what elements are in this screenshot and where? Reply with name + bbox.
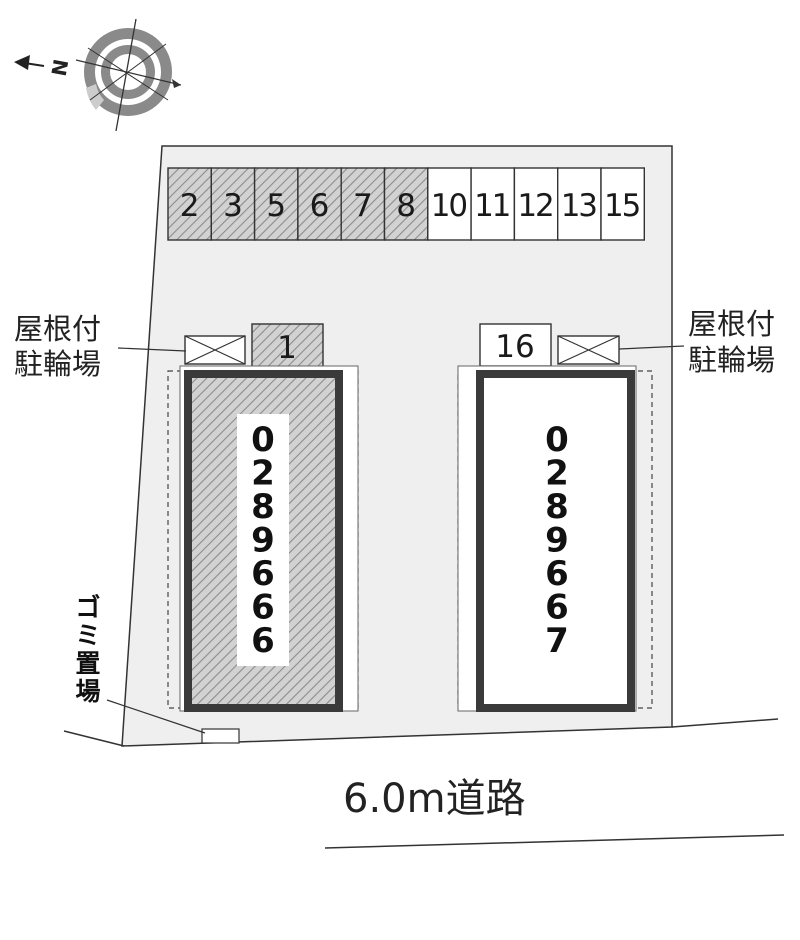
bike-parking-left-label-1: 屋根付 [14, 312, 101, 346]
lot-boundary-edge [671, 718, 779, 728]
stall-2-label: 2 [180, 188, 200, 224]
north-arrow-compass-icon: N [14, 18, 182, 132]
garbage-label-char: ゴ [75, 593, 100, 622]
stall-8-label: 8 [396, 188, 416, 224]
building-digit: 2 [545, 454, 569, 494]
parking-stall-10: 10 [427, 167, 472, 241]
parking-stall-12: 12 [513, 167, 559, 241]
stall-15-label: 15 [604, 188, 641, 224]
stall-6-label: 6 [310, 188, 330, 224]
parking-stall-8: 8 [383, 167, 429, 241]
building-digit: 9 [251, 521, 275, 561]
stall-10-label: 10 [431, 188, 468, 224]
stall-13-label: 13 [561, 188, 598, 224]
road-edge [324, 834, 785, 849]
stall-12-label: 12 [517, 188, 554, 224]
stall-5-label: 5 [266, 188, 286, 224]
parking-stall-3: 3 [210, 167, 256, 241]
parking-stall-6: 6 [297, 167, 342, 241]
building-digit: 0 [545, 420, 569, 460]
bike-parking-right-label-1: 屋根付 [688, 307, 775, 341]
building-digit: 0 [251, 420, 275, 460]
building-digit: 6 [251, 588, 275, 628]
parking-stall-11: 11 [470, 167, 516, 241]
bike-parking-left-label-2: 駐輪場 [14, 347, 101, 381]
parking-stall-13: 13 [557, 167, 602, 241]
parking-stall-15: 15 [600, 167, 645, 241]
building-digit: 9 [545, 521, 569, 561]
building-digit: 8 [251, 487, 275, 527]
building-digit: 6 [251, 554, 275, 594]
garbage-label-char: ミ [75, 621, 100, 650]
stall-1-label: 1 [277, 330, 297, 366]
lot-boundary [63, 730, 125, 747]
parking-stall-5: 5 [253, 167, 299, 241]
building-digit: 7 [545, 621, 569, 661]
building-digit: 6 [545, 554, 569, 594]
parking-stall-7: 7 [340, 167, 386, 241]
stall-11-label: 11 [474, 188, 511, 224]
stall-3-label: 3 [223, 188, 243, 224]
garbage-label-char: 置 [75, 649, 100, 678]
compass-north-label: N [47, 57, 74, 78]
bike-parking-right [557, 335, 620, 365]
stall-7-label: 7 [353, 188, 373, 224]
building-digit: 8 [545, 487, 569, 527]
garbage-label-char: 場 [75, 677, 100, 706]
building-digit: 6 [251, 621, 275, 661]
bike-parking-right-label-2: 駐輪場 [688, 343, 775, 377]
bike-parking-left-leader [117, 347, 187, 352]
bike-parking-left [184, 335, 246, 365]
parking-stall-1: 1 [251, 323, 324, 370]
road-label: 6.0m道路 [343, 776, 526, 822]
garbage-leader [106, 699, 206, 734]
building-digit: 6 [545, 588, 569, 628]
garbage-area [201, 728, 240, 744]
bike-parking-right-leader [618, 345, 685, 350]
building-digit: 2 [251, 454, 275, 494]
stall-16-label: 16 [495, 329, 534, 365]
parking-stall-2: 2 [167, 167, 212, 241]
parking-stall-16: 16 [479, 323, 552, 367]
